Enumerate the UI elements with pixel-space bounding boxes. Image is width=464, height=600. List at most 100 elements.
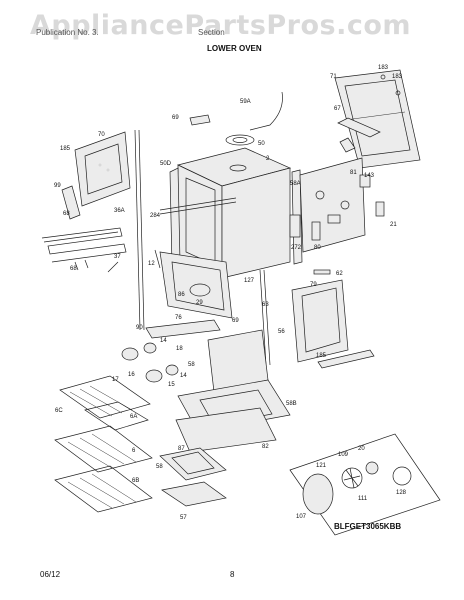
callout: 58 xyxy=(156,464,163,470)
model-number: BLFGET3065KBB xyxy=(334,522,402,531)
callout: 185 xyxy=(60,146,71,152)
oven-rack-6 xyxy=(54,425,153,473)
watermark-logo: AppliancePartsPros.com xyxy=(30,10,412,41)
callout: 81 xyxy=(350,170,357,176)
screw-183-b xyxy=(395,90,401,96)
callout: 58A xyxy=(290,181,301,187)
bracket-80 xyxy=(311,221,321,241)
section-label: Section xyxy=(198,28,225,37)
section-title: LOWER OVEN xyxy=(207,44,262,53)
callout: 57 xyxy=(180,515,187,521)
callout: 183 xyxy=(392,74,403,80)
callout: 68 xyxy=(70,266,77,272)
callout: 143 xyxy=(364,173,375,179)
callout: 17 xyxy=(112,377,119,383)
footer-date: 06/12 xyxy=(40,570,61,579)
callout: 90 xyxy=(136,325,143,331)
callout: 50D xyxy=(160,161,172,167)
callout: 128 xyxy=(396,490,407,496)
callout: 183 xyxy=(378,65,389,71)
callout: 16 xyxy=(128,372,135,378)
side-panel-70-left xyxy=(74,131,131,207)
screw-183 xyxy=(380,74,386,80)
callout: 63 xyxy=(262,302,269,308)
callout: 29 xyxy=(196,300,203,306)
plate-57 xyxy=(161,481,227,507)
callout: 21 xyxy=(390,222,397,228)
callout: 56 xyxy=(278,329,285,335)
bracket-21 xyxy=(375,201,385,217)
callout: 284 xyxy=(150,213,161,219)
page-number: 8 xyxy=(230,570,235,579)
trim-90 xyxy=(145,319,221,339)
callout: 127 xyxy=(244,278,255,284)
bake-element-68 xyxy=(41,227,127,263)
callout: 68 xyxy=(63,211,70,217)
callout: 2 xyxy=(266,156,270,162)
oven-cavity-2 xyxy=(176,147,292,279)
callout: 87 xyxy=(178,446,185,452)
callout: 6B xyxy=(132,478,139,484)
oven-rack-6c xyxy=(59,375,151,419)
panel-82 xyxy=(175,407,277,453)
callout: 14 xyxy=(160,338,167,344)
rail-284 xyxy=(159,197,237,211)
callout: 14 xyxy=(180,373,187,379)
bracket-69 xyxy=(189,114,211,126)
window-frame-86 xyxy=(159,251,233,319)
callout: 67 xyxy=(334,106,341,112)
callout: 58B xyxy=(286,401,297,407)
terminal-68 xyxy=(74,259,89,271)
bracket-67 xyxy=(337,117,381,138)
callout: 69 xyxy=(232,318,239,324)
callout: 121 xyxy=(316,463,327,469)
callout: 82 xyxy=(262,444,269,450)
rail-99-lower xyxy=(317,349,375,369)
callout: 111 xyxy=(358,496,368,502)
callout: 36A xyxy=(114,208,125,214)
screw-62 xyxy=(313,269,331,275)
wire-37 xyxy=(107,261,119,273)
callout: 109 xyxy=(338,452,349,458)
callout: 70 xyxy=(98,132,105,138)
publication-label: Publication No. 3. xyxy=(36,28,99,37)
callout: 79 xyxy=(310,282,317,288)
callout: 6A xyxy=(130,414,137,420)
callout: 15 xyxy=(168,382,175,388)
callout: 107 xyxy=(296,514,307,520)
callout: 62 xyxy=(336,271,343,277)
callout: 185 xyxy=(316,353,327,359)
callout: 20 xyxy=(358,446,365,452)
oven-rack-6a xyxy=(84,401,149,431)
callout: 12 xyxy=(148,261,155,267)
callout: 86 xyxy=(178,292,185,298)
rear-panel-71 xyxy=(334,69,421,169)
rail-63 xyxy=(259,269,267,366)
callout: 272 xyxy=(291,245,302,251)
clip-67 xyxy=(339,137,356,153)
callout: 59A xyxy=(240,99,251,105)
callout: 50 xyxy=(258,141,265,147)
callout: 71 xyxy=(330,74,337,80)
callout: 80 xyxy=(314,245,321,251)
igniter-assembly xyxy=(121,342,179,383)
callout: 69 xyxy=(172,115,179,121)
clip-12 xyxy=(154,249,161,269)
burner-87 xyxy=(159,447,227,481)
bracket-272 xyxy=(289,214,301,238)
convection-fan-inset xyxy=(289,433,441,536)
callout: 6 xyxy=(132,448,136,454)
side-rail-36a xyxy=(134,129,141,331)
callout: 99 xyxy=(54,183,61,189)
oven-rack-6b xyxy=(54,465,153,513)
vent-tube-59a xyxy=(249,91,283,131)
callout: 58 xyxy=(188,362,195,368)
callout: 18 xyxy=(176,346,183,352)
bracket-99 xyxy=(61,185,81,220)
callout: 6C xyxy=(55,408,63,414)
flange-50 xyxy=(225,134,255,146)
callout: 37 xyxy=(114,254,121,260)
switch-81 xyxy=(359,174,371,188)
